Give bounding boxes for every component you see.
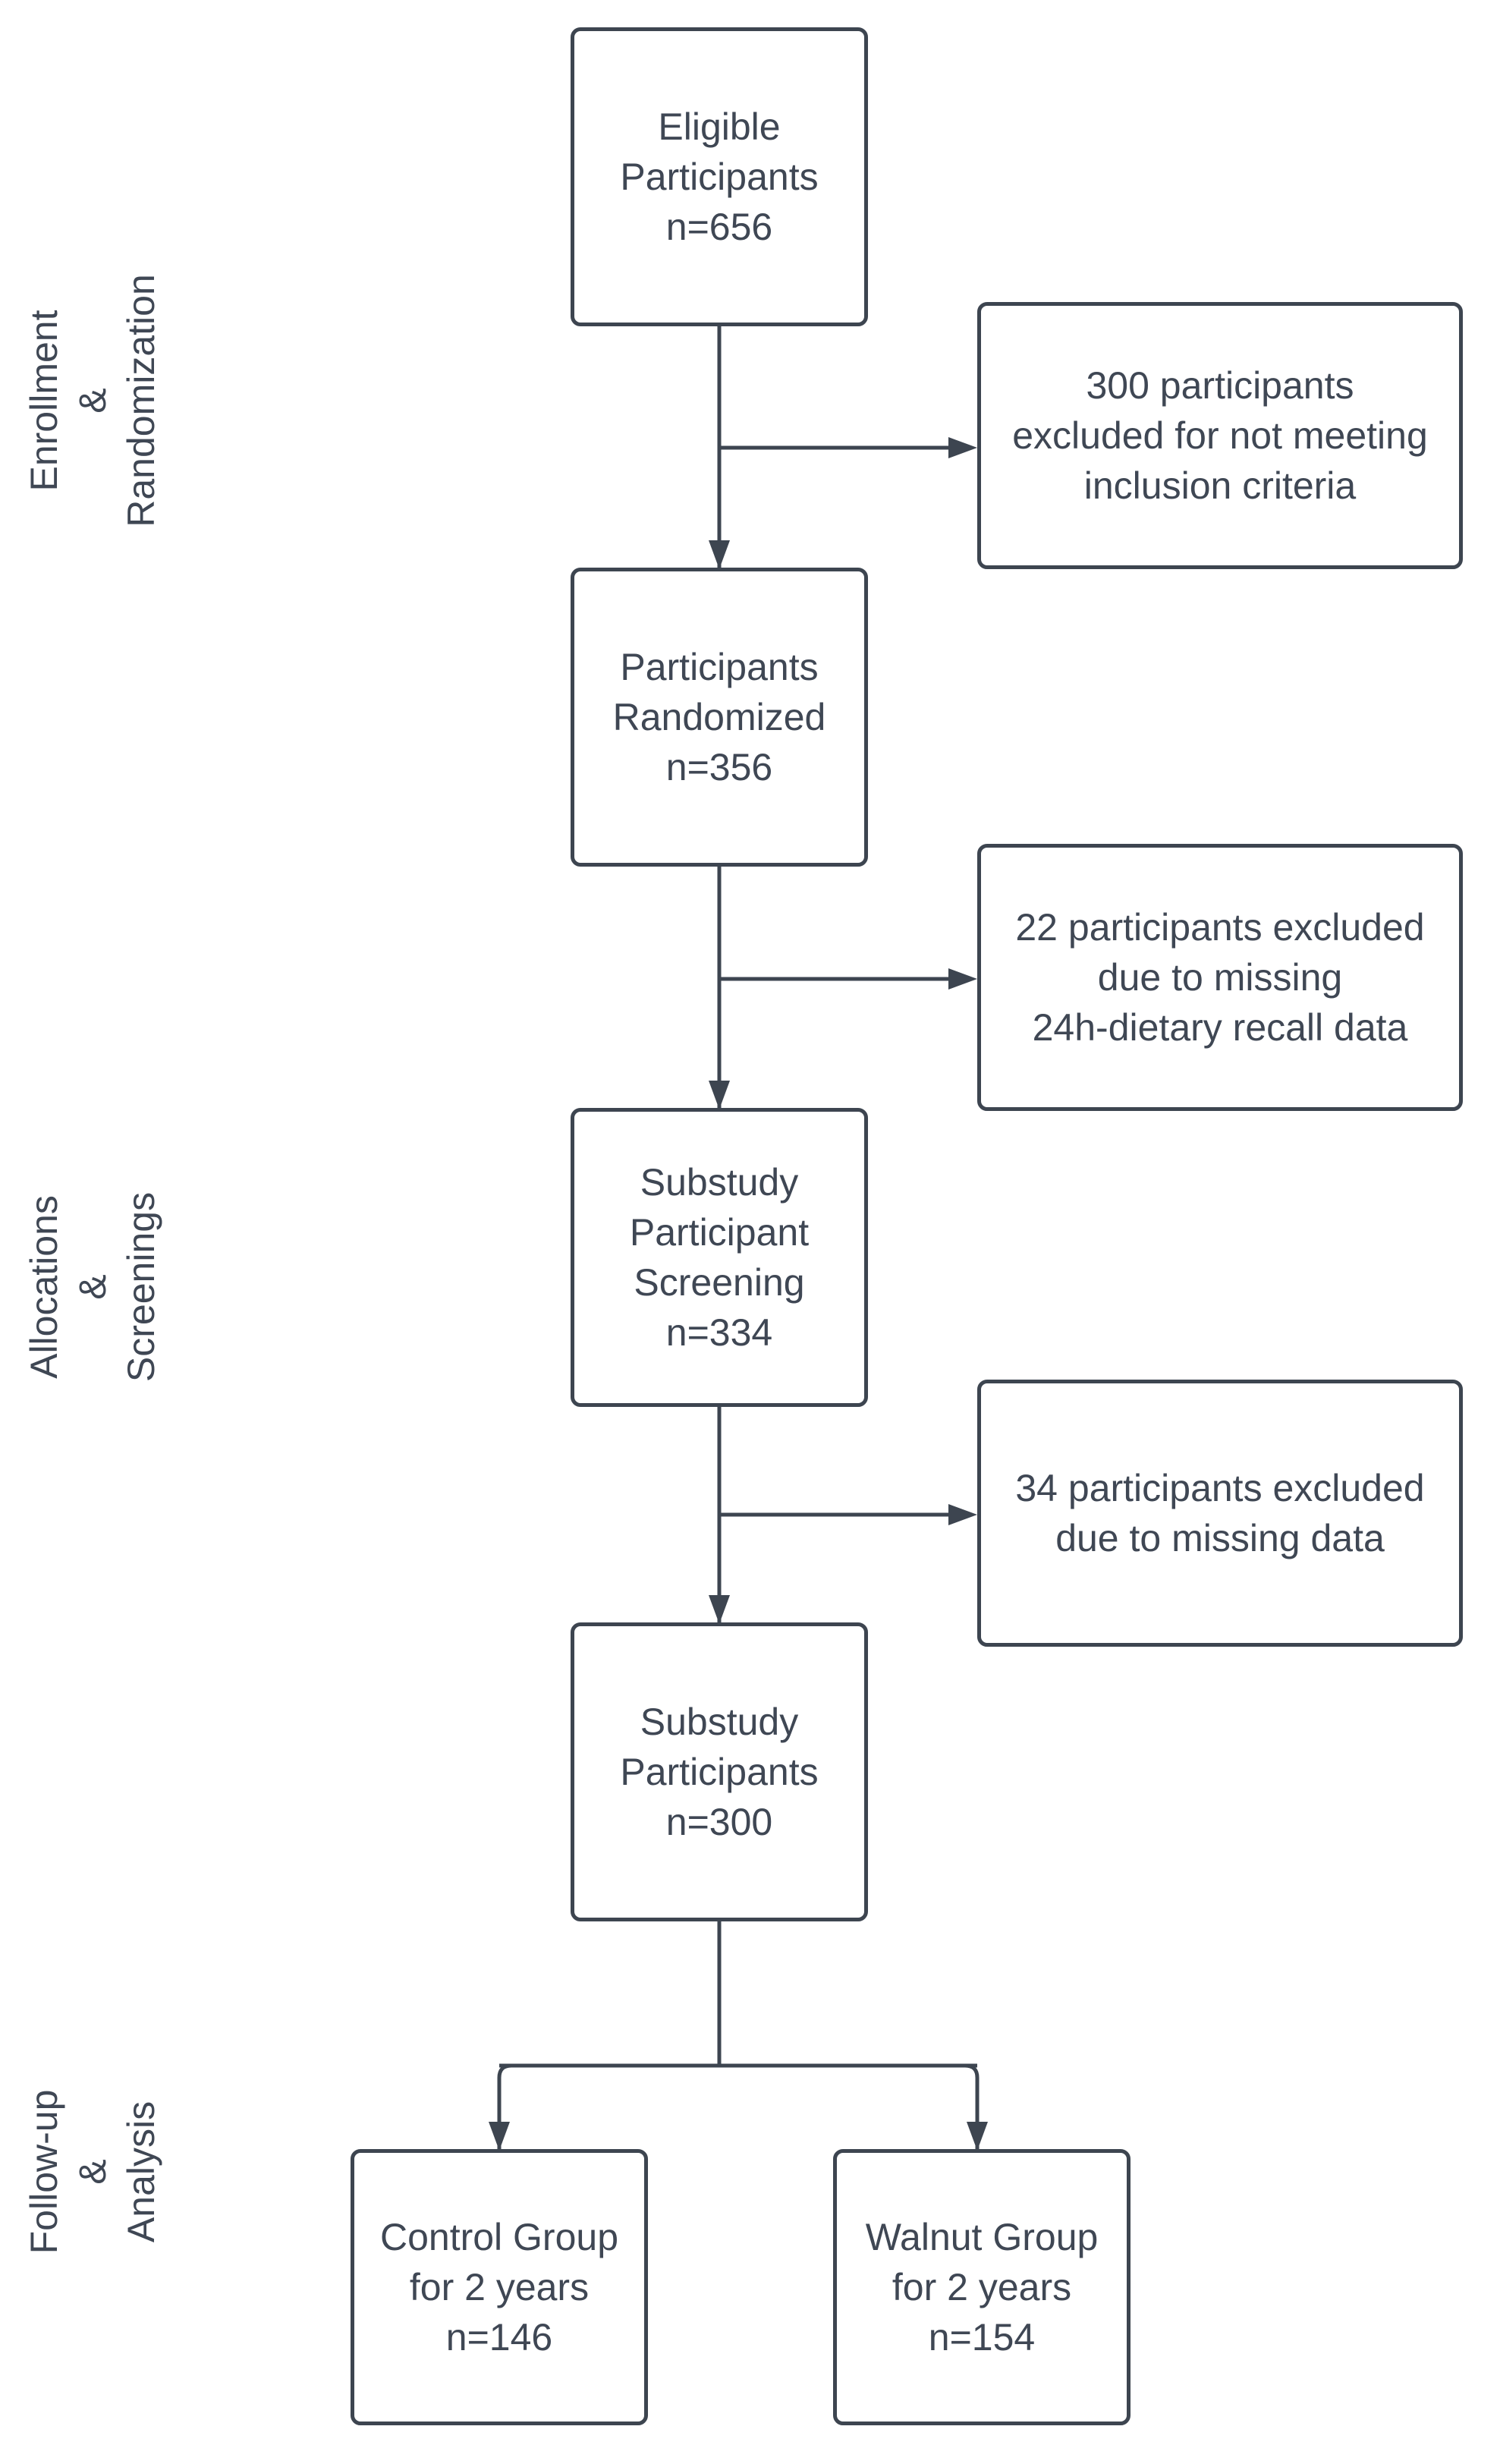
box-control-text: Control Group for 2 years n=146 (379, 2216, 619, 2359)
arrowhead-screening (709, 1081, 730, 1109)
arrowhead-walnut (967, 2122, 988, 2151)
line-split-left (497, 2063, 512, 2151)
box-eligible-participants: Eligible Participants n=656 (571, 27, 868, 326)
box-exclusion-dietary-text: 22 participants excluded due to missing … (1015, 906, 1425, 1049)
box-control-group: Control Group for 2 years n=146 (351, 2149, 648, 2425)
stage-text-allocation: Allocations & Screenings (23, 1191, 162, 1383)
box-participant-screening: Substudy Participant Screening n=334 (571, 1108, 868, 1407)
box-eligible-text: Eligible Participants n=656 (620, 105, 819, 248)
arrowhead-exclusion-dietary (948, 968, 977, 990)
box-exclusion-criteria-text: 300 participants excluded for not meetin… (1012, 364, 1428, 507)
box-screening-text: Substudy Participant Screening n=334 (629, 1161, 810, 1354)
line-split-right (964, 2063, 980, 2151)
box-walnut-text: Walnut Group for 2 years n=154 (865, 2216, 1099, 2359)
box-substudy-text: Substudy Participants n=300 (620, 1701, 819, 1843)
stage-label-allocation: Allocations & Screenings (9, 1021, 176, 1553)
box-participants-randomized: Participants Randomized n=356 (571, 568, 868, 867)
box-randomized-text: Participants Randomized n=356 (612, 646, 826, 788)
box-substudy-participants: Substudy Participants n=300 (571, 1622, 868, 1921)
box-exclusion-missing: 34 participants excluded due to missing … (977, 1380, 1463, 1647)
box-exclusion-missing-text: 34 participants excluded due to missing … (1015, 1467, 1425, 1559)
arrowhead-exclusion-criteria (948, 437, 977, 458)
arrowhead-substudy (709, 1595, 730, 1624)
stage-text-enrollment: Enrollment & Randomization (23, 274, 162, 527)
arrowhead-exclusion-missing (948, 1504, 977, 1525)
stage-text-followup: Follow-up & Analysis (23, 2089, 162, 2255)
stage-label-enrollment: Enrollment & Randomization (9, 135, 176, 666)
arrowhead-control (489, 2122, 510, 2151)
box-exclusion-criteria: 300 participants excluded for not meetin… (977, 302, 1463, 569)
box-walnut-group: Walnut Group for 2 years n=154 (833, 2149, 1131, 2425)
box-exclusion-dietary: 22 participants excluded due to missing … (977, 844, 1463, 1111)
arrowhead-randomized (709, 540, 730, 569)
stage-label-followup: Follow-up & Analysis (9, 1906, 176, 2437)
